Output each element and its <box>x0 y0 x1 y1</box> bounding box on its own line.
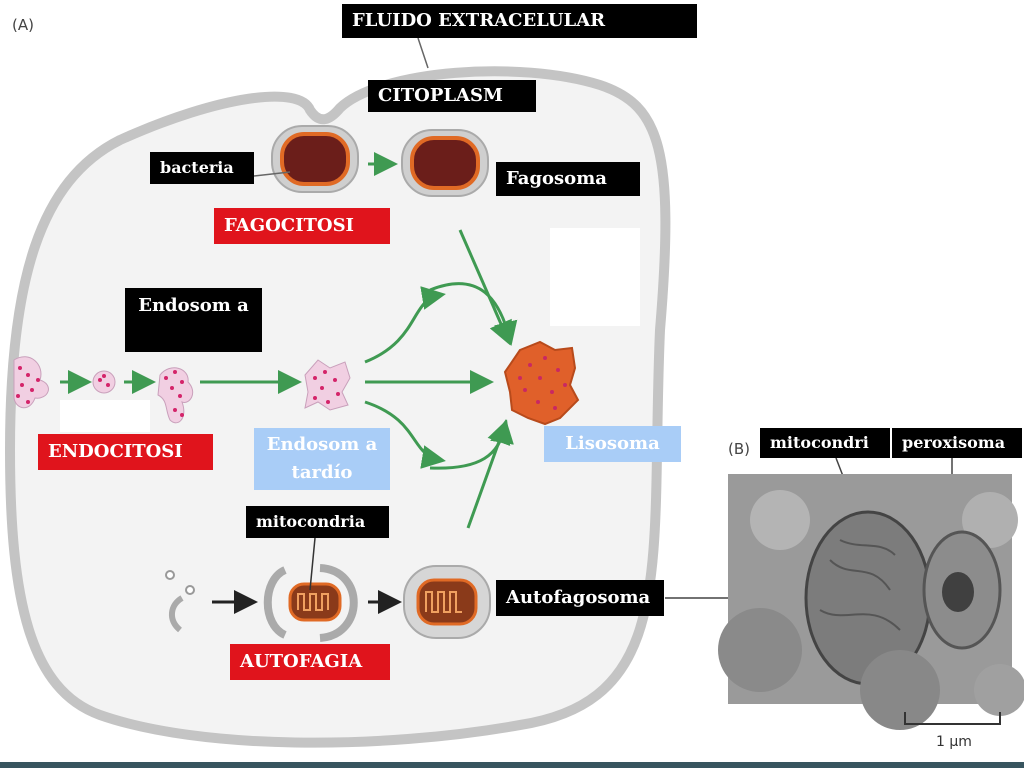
label-extracellular-fluid: FLUIDO EXTRACELULAR <box>342 4 697 38</box>
endocytosis-vesicles <box>13 356 351 424</box>
label-cytoplasm: CITOPLASM <box>368 80 536 112</box>
label-phagosome: Fagosoma <box>496 162 640 196</box>
scale-bar <box>904 712 1001 725</box>
bottom-bar <box>0 762 1024 768</box>
label-micrograph-mitochondria: mitocondri <box>760 428 890 458</box>
lysosome-shape <box>503 340 580 426</box>
label-endocytosis: ENDOCITOSI <box>38 434 213 470</box>
label-phagocytosis: FAGOCITOSI <box>214 208 390 244</box>
label-autophagosome: Autofagosoma <box>496 580 664 616</box>
label-lysosome: Lisosoma <box>544 426 681 462</box>
autophagy-shapes <box>165 564 491 642</box>
label-bacteria: bacteria <box>150 152 254 184</box>
label-micrograph-peroxisome: peroxisoma <box>892 428 1022 458</box>
panel-label-b: (B) <box>728 440 750 458</box>
label-mitochondria: mitocondria <box>246 506 389 538</box>
bacteria-shape <box>280 132 350 186</box>
label-autophagy: AUTOFAGIA <box>230 644 390 680</box>
scale-bar-label: 1 μm <box>936 734 972 750</box>
label-endosome: Endosom a <box>125 288 262 352</box>
label-late-endosome: Endosom a tardío <box>254 428 390 490</box>
panel-label-a: (A) <box>12 16 34 34</box>
micrograph <box>718 474 1024 730</box>
